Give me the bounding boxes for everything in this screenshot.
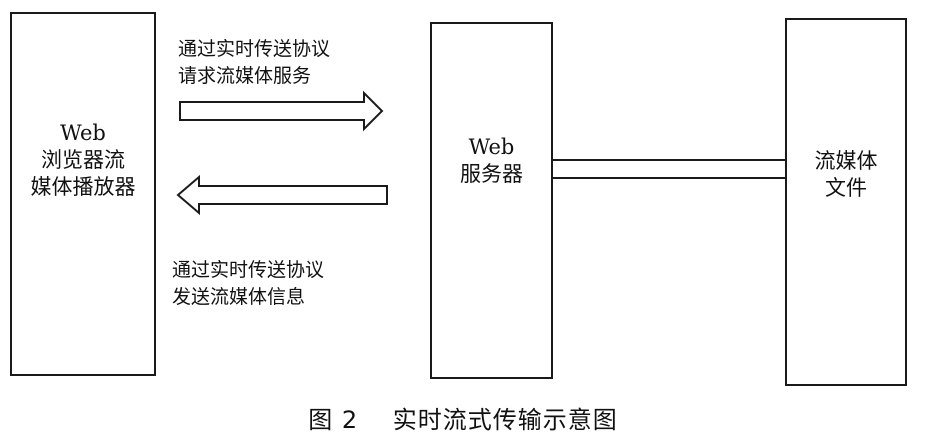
file-label-line2: 文件 — [825, 176, 867, 200]
server-label: Web 服务器 — [432, 134, 551, 188]
file-box: 流媒体 文件 — [785, 18, 907, 386]
figure-title: 实时流式传输示意图 — [392, 406, 618, 434]
request-annotation: 通过实时传送协议 请求流媒体服务 — [178, 36, 330, 90]
player-box: Web 浏览器流 媒体播放器 — [10, 12, 156, 376]
player-label: Web 浏览器流 媒体播放器 — [12, 120, 154, 201]
server-label-line2: 服务器 — [460, 162, 523, 186]
file-label: 流媒体 文件 — [787, 148, 905, 202]
request-annotation-line1: 通过实时传送协议 — [178, 38, 331, 60]
server-label-line1: Web — [468, 135, 515, 159]
file-label-line1: 流媒体 — [814, 149, 878, 173]
send-annotation: 通过实时传送协议 发送流媒体信息 — [172, 257, 324, 311]
server-box: Web 服务器 — [430, 22, 553, 379]
figure-caption: 图 2 实时流式传输示意图 — [0, 400, 926, 435]
figure-number: 图 2 — [308, 406, 359, 434]
player-label-line3: 媒体播放器 — [30, 175, 136, 199]
request-arrow — [179, 90, 384, 132]
send-arrow — [176, 174, 388, 216]
send-annotation-line2: 发送流媒体信息 — [172, 286, 306, 308]
send-annotation-line1: 通过实时传送协议 — [172, 259, 325, 281]
player-label-line1: Web — [60, 121, 106, 145]
request-annotation-line2: 请求流媒体服务 — [178, 65, 312, 87]
player-label-line2: 浏览器流 — [41, 148, 125, 172]
